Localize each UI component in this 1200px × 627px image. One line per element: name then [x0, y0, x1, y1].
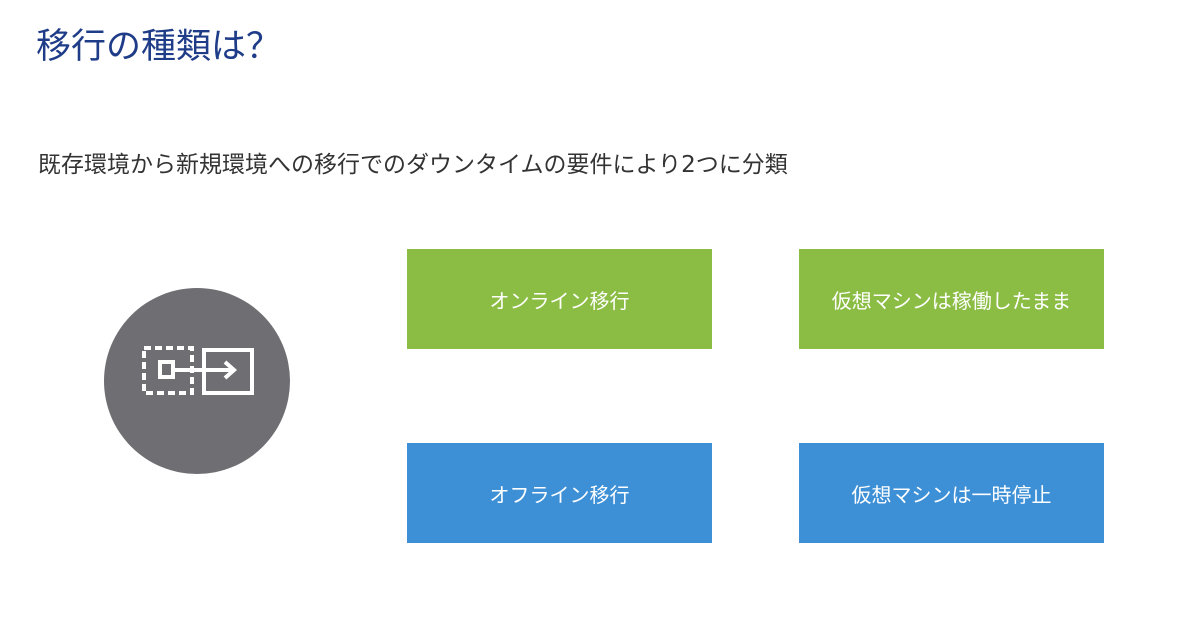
vm-paused-label: 仮想マシンは一時停止: [851, 482, 1052, 507]
vm-running-box: 仮想マシンは稼働したまま: [799, 249, 1104, 349]
migration-icon-circle: [104, 288, 290, 474]
page-title: 移行の種類は？: [36, 27, 282, 67]
online-migration-box: オンライン移行: [407, 249, 712, 349]
offline-migration-label: オフライン移行: [489, 482, 630, 507]
vm-paused-box: 仮想マシンは一時停止: [799, 443, 1104, 543]
page-subtitle: 既存環境から新規環境への移行でのダウンタイムの要件により2つに分類: [38, 152, 788, 178]
online-migration-label: オンライン移行: [489, 288, 630, 313]
vm-running-label: 仮想マシンは稼働したまま: [831, 288, 1072, 313]
offline-migration-box: オフライン移行: [407, 443, 712, 543]
migration-icon: [142, 346, 254, 395]
